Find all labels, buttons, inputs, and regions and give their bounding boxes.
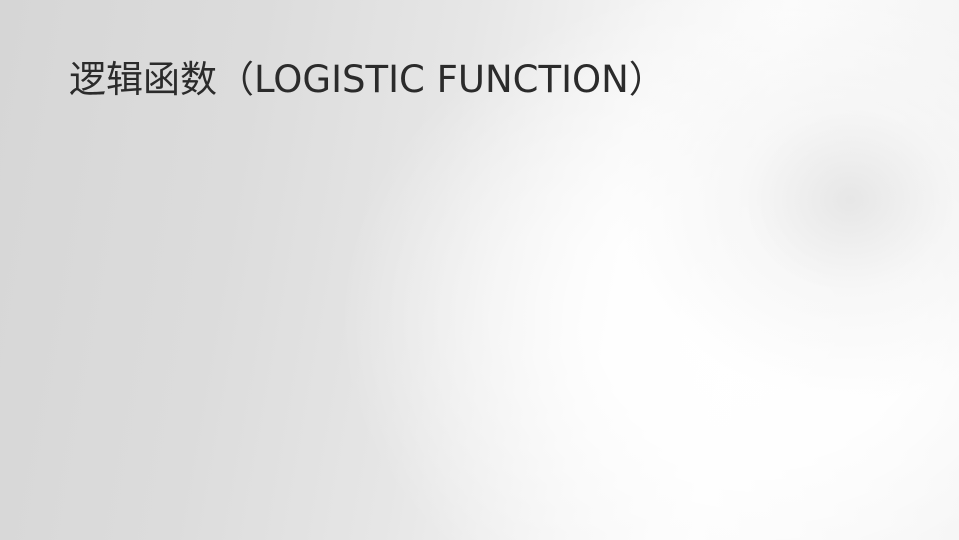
slide-title: 逻辑函数（LOGISTIC FUNCTION） [69,58,666,101]
